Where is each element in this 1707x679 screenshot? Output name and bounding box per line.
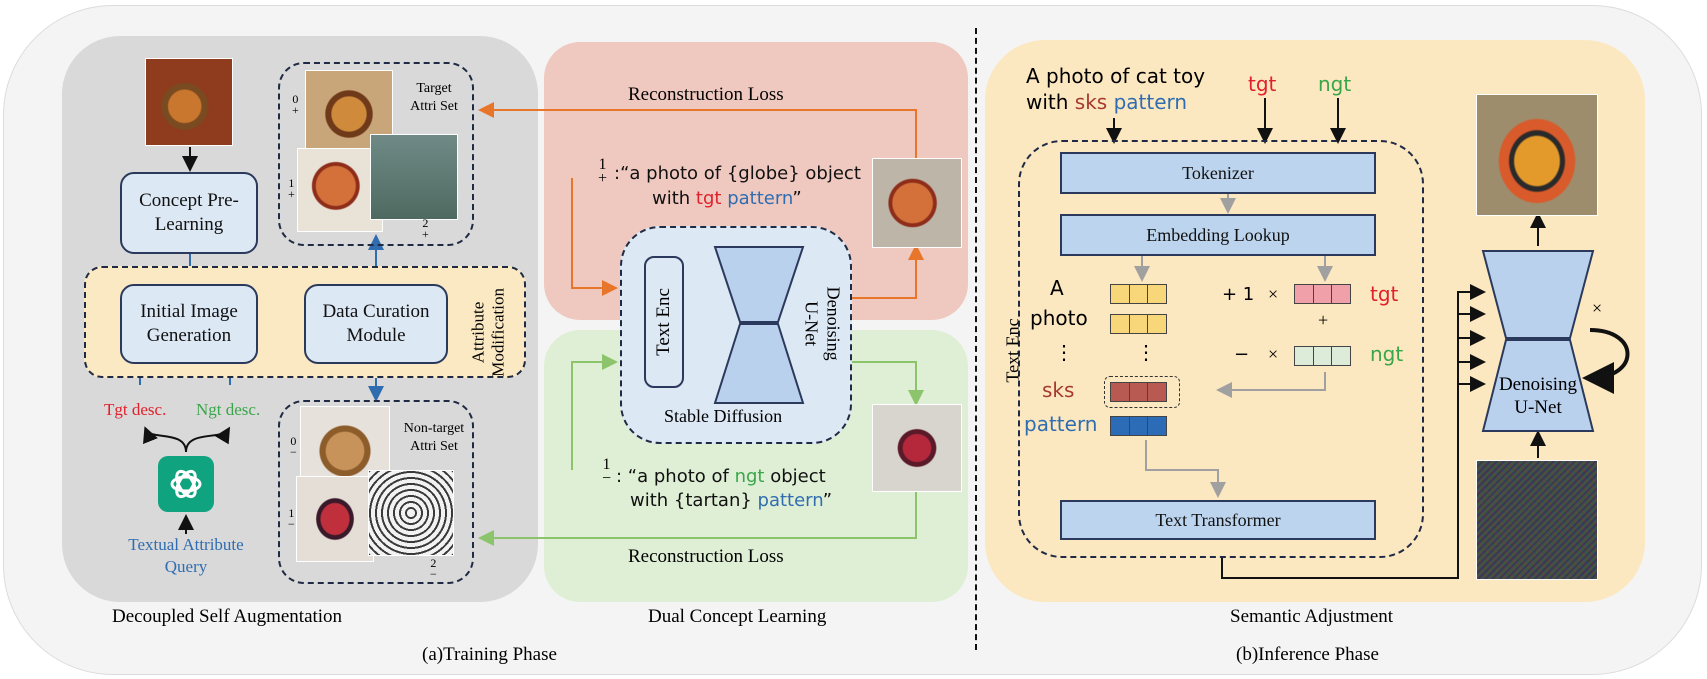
times-label-bottom: × (1268, 344, 1279, 364)
inference-denoising-unet-label: Denoising U-Net (1498, 374, 1578, 418)
positive-prompt-end: ” (792, 188, 802, 209)
negative-prompt-prefix: : “a photo of (616, 466, 735, 487)
reconstruction-loss-bottom: Reconstruction Loss (628, 546, 784, 567)
positive-prompt-pattern: pattern (721, 188, 793, 209)
stable-diffusion-label: Stable Diffusion (664, 406, 783, 426)
nontarget-mark-0: 0 − (290, 434, 297, 459)
training-phase-label: (a)Training Phase (422, 644, 557, 665)
inference-prompt-sks: sks (1074, 90, 1108, 114)
positive-prompt-tgt: tgt (695, 188, 722, 209)
inference-ngt-label: ngt (1318, 72, 1352, 96)
phase-divider (975, 28, 977, 650)
negative-prompt-pattern: pattern (757, 490, 823, 511)
minus-label: − (1234, 344, 1250, 365)
nontarget-mark-1: 1 − (288, 506, 295, 531)
token-sks-label: sks (1042, 378, 1075, 402)
text-transformer-box: Text Transformer (1060, 500, 1376, 540)
ngt-embedding-label: ngt (1370, 342, 1404, 366)
reconstruction-loss-top: Reconstruction Loss (628, 84, 784, 105)
inference-phase-label: (b)Inference Phase (1236, 644, 1379, 665)
positive-mark: 1 + (598, 156, 608, 188)
nontarget-attri-set-label: Non-target Attri Set (403, 421, 465, 455)
embedding-pattern (1110, 416, 1167, 436)
inference-text-enc-label: Text Enc (1002, 318, 1023, 383)
concept-prelearning-box: Concept Pre- Learning (120, 172, 258, 254)
noise-image (1476, 460, 1598, 580)
plus-one-label: + 1 (1222, 284, 1255, 305)
negative-prompt-line2: with {tartan} pattern” (630, 490, 832, 511)
initial-image-generation-box: Initial Image Generation (120, 284, 258, 364)
negative-mark: 1 − (602, 456, 612, 488)
negative-sample-image (872, 404, 962, 492)
output-cat-toy-image (1476, 94, 1598, 216)
token-a-label: A (1050, 276, 1064, 300)
text-enc-label: Text Enc (653, 288, 674, 356)
text-enc-box (644, 256, 684, 388)
inference-prompt-with: with (1026, 90, 1075, 114)
embedding-lookup-box: Embedding Lookup (1060, 214, 1376, 256)
data-curation-module-box: Data Curation Module (304, 284, 448, 364)
nontarget-mark-2: 2 − (430, 556, 437, 581)
sks-embedding-highlight (1104, 376, 1180, 408)
positive-prompt-line1: :“a photo of {globe} object (614, 163, 861, 184)
attribute-modification-label: Attribute Modification (468, 288, 508, 377)
textual-attribute-query-label: Textual Attribute Query (128, 535, 244, 577)
ngt-desc-label: Ngt desc. (196, 400, 261, 419)
ngt-embedding (1294, 346, 1351, 366)
semantic-adjustment-title: Semantic Adjustment (1230, 606, 1394, 627)
negative-prompt-with: with {tartan} (630, 490, 758, 511)
target-mark-2: 2 + (422, 216, 429, 241)
target-attri-set-group (278, 62, 474, 246)
loop-times-label: × (1592, 298, 1603, 318)
negative-prompt-ngt: ngt (734, 466, 765, 487)
token-photo-label: photo (1030, 306, 1088, 330)
target-mark-0: 0 + (292, 92, 299, 117)
dual-concept-learning-title: Dual Concept Learning (648, 606, 827, 627)
embedding-sks (1110, 382, 1167, 402)
positive-prompt-with: with (652, 188, 696, 209)
embedding-photo (1110, 314, 1167, 334)
negative-prompt-object: object (764, 466, 826, 487)
inference-prompt-line1: A photo of cat toy (1026, 64, 1206, 88)
training-unet-shape (713, 246, 805, 404)
training-denoising-unet-label: Denoising U-Net (802, 286, 844, 361)
tgt-desc-label: Tgt desc. (104, 400, 167, 419)
target-image-2 (370, 134, 458, 220)
inference-unet-shape (1481, 250, 1595, 432)
inference-prompt-pattern: pattern (1107, 90, 1188, 114)
nontarget-image-2 (368, 470, 454, 556)
input-basket-image (145, 58, 233, 146)
tgt-embedding-label: tgt (1370, 282, 1399, 306)
positive-prompt-line2: with tgt pattern” (652, 188, 802, 209)
times-label-top: × (1268, 284, 1279, 304)
target-mark-1: 1 + (288, 176, 295, 201)
positive-sample-image (872, 158, 962, 248)
embedding-a (1110, 284, 1167, 304)
target-attri-set-label: Target Attri Set (410, 81, 458, 115)
token-dots-mid: ⋮ (1136, 342, 1156, 364)
inference-prompt-line2: with sks pattern (1026, 90, 1187, 114)
decoupled-self-augmentation-title: Decoupled Self Augmentation (112, 606, 343, 627)
inference-text-enc-group (1018, 140, 1424, 558)
plus-sign: + (1318, 310, 1329, 330)
tokenizer-box: Tokenizer (1060, 152, 1376, 194)
inference-tgt-label: tgt (1248, 72, 1277, 96)
negative-prompt-end: ” (822, 490, 833, 511)
tgt-embedding (1294, 284, 1351, 304)
negative-prompt-line1: : “a photo of ngt object (616, 466, 826, 487)
nontarget-attri-set-group (278, 400, 474, 584)
token-pattern-label: pattern (1024, 412, 1098, 436)
token-dots-left: ⋮ (1054, 342, 1074, 364)
nontarget-image-1 (296, 476, 374, 562)
chatgpt-icon (158, 456, 214, 512)
